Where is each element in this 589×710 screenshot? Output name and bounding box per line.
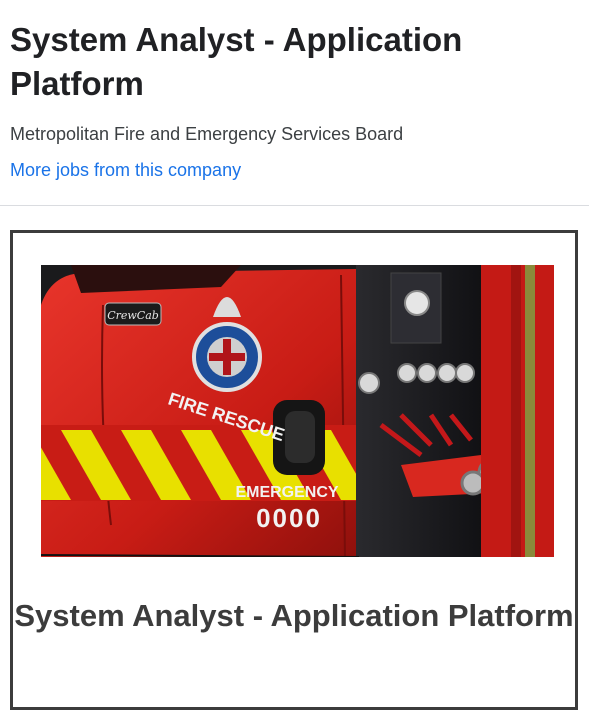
- job-card[interactable]: CrewCab FIRE RESCUE EMERGENCY 0000: [10, 230, 578, 710]
- door-text: EMERGENCY: [235, 484, 338, 501]
- job-header: System Analyst - Application Platform: [10, 18, 580, 106]
- door-number: 0000: [256, 503, 322, 533]
- more-jobs-link[interactable]: More jobs from this company: [10, 160, 242, 180]
- card-title: System Analyst - Application Platform: [14, 598, 574, 633]
- job-title: System Analyst - Application Platform: [10, 21, 463, 102]
- company-name: Metropolitan Fire and Emergency Services…: [10, 124, 404, 144]
- badge-text: CrewCab: [107, 309, 159, 322]
- section-divider: [0, 205, 589, 206]
- fire-truck-image: CrewCab FIRE RESCUE EMERGENCY 0000: [41, 265, 554, 557]
